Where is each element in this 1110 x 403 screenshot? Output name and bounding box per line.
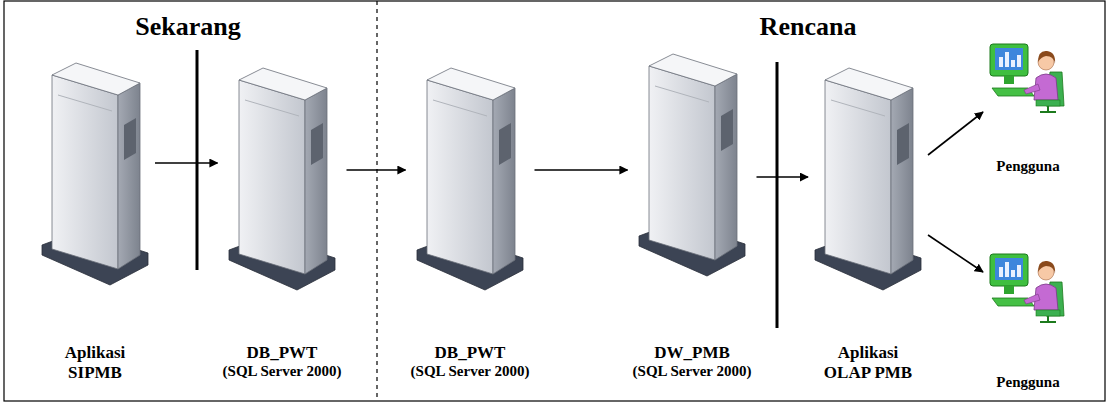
boundary-line [776, 62, 779, 328]
flow-arrow [535, 169, 628, 171]
server-node: Aplikasi SIPMB [36, 55, 154, 382]
chart-bar [1011, 60, 1015, 67]
flow-arrow [928, 235, 983, 272]
monitor-frame [990, 44, 1028, 76]
node-subtitle: (SQL Server 2000) [411, 363, 530, 380]
server-node: DB_PWT(SQL Server 2000) [219, 60, 346, 380]
person-hair [1038, 51, 1055, 64]
person-arm [1024, 294, 1040, 304]
outer-frame [4, 1, 1105, 401]
user-icon [988, 42, 1068, 114]
node-title: Aplikasi SIPMB [45, 343, 145, 382]
node-title: Pengguna [996, 374, 1059, 391]
person-arm [1024, 84, 1040, 94]
monitor-stand [1004, 76, 1014, 84]
server-bay [311, 123, 323, 165]
server-icon [637, 46, 747, 281]
flow-arrow [347, 169, 406, 171]
server-bezel [245, 100, 299, 116]
server-icon [227, 60, 337, 295]
server-top [52, 63, 140, 95]
server-side [493, 88, 515, 274]
node-title: DB_PWT [435, 343, 506, 363]
chart-bar [1017, 55, 1021, 67]
server-bezel [655, 86, 709, 102]
server-bezel [831, 100, 885, 116]
person-hair [1038, 261, 1055, 274]
chart-bar [1005, 262, 1009, 277]
divider-dashed [376, 1, 377, 401]
server-top [825, 68, 913, 100]
server-top [427, 68, 515, 100]
icon-box [407, 60, 534, 343]
server-side [118, 83, 140, 269]
server-front [649, 66, 715, 260]
node-title: Pengguna [996, 158, 1059, 175]
node-title: DB_PWT [247, 343, 318, 363]
flow-arrow [155, 162, 218, 164]
node-subtitle: (SQL Server 2000) [223, 363, 342, 380]
chair-leg [1040, 316, 1056, 322]
user-icon [988, 252, 1068, 324]
server-node: Aplikasi OLAP PMB [809, 60, 927, 382]
icon-box [809, 60, 927, 343]
node-title: DW_PMB [654, 343, 730, 363]
server-bay [897, 123, 909, 165]
server-bay [721, 109, 733, 151]
chair-leg [1040, 106, 1056, 112]
section-heading: Sekarang [135, 12, 240, 42]
chart-bar [1011, 270, 1015, 277]
icon-box [629, 46, 756, 343]
section-heading: Rencana [760, 12, 857, 42]
server-bay [499, 123, 511, 165]
node-title: Aplikasi OLAP PMB [818, 343, 918, 382]
server-bezel [58, 95, 112, 111]
monitor-frame [990, 254, 1028, 286]
server-top [649, 54, 737, 86]
server-side [891, 88, 913, 274]
server-front [239, 80, 305, 274]
server-node: DW_PMB(SQL Server 2000) [629, 46, 756, 380]
server-front [825, 80, 891, 274]
chart-bar [999, 57, 1003, 67]
chair-seat [1036, 100, 1060, 106]
boundary-line [196, 50, 199, 270]
user-node: Pengguna [984, 42, 1072, 175]
server-front [52, 75, 118, 269]
chair-seat [1036, 310, 1060, 316]
monitor-screen [995, 258, 1023, 280]
icon-box [36, 55, 154, 343]
monitor-stand [1004, 286, 1014, 294]
node-subtitle: (SQL Server 2000) [633, 363, 752, 380]
server-top [239, 68, 327, 100]
icon-box [984, 42, 1072, 158]
chart-bar [999, 267, 1003, 277]
server-icon [415, 60, 525, 295]
flow-arrow [757, 176, 809, 178]
chart-bar [1005, 52, 1009, 67]
server-icon [40, 55, 150, 290]
server-bezel [433, 100, 487, 116]
flow-arrow [928, 112, 983, 155]
server-node: DB_PWT(SQL Server 2000) [407, 60, 534, 380]
user-node: Pengguna [984, 252, 1072, 391]
server-front [427, 80, 493, 274]
server-bay [124, 118, 136, 160]
icon-box [219, 60, 346, 343]
chart-bar [1017, 265, 1021, 277]
monitor-screen [995, 48, 1023, 70]
server-icon [813, 60, 923, 295]
server-side [305, 88, 327, 274]
icon-box [984, 252, 1072, 374]
server-side [715, 74, 737, 260]
